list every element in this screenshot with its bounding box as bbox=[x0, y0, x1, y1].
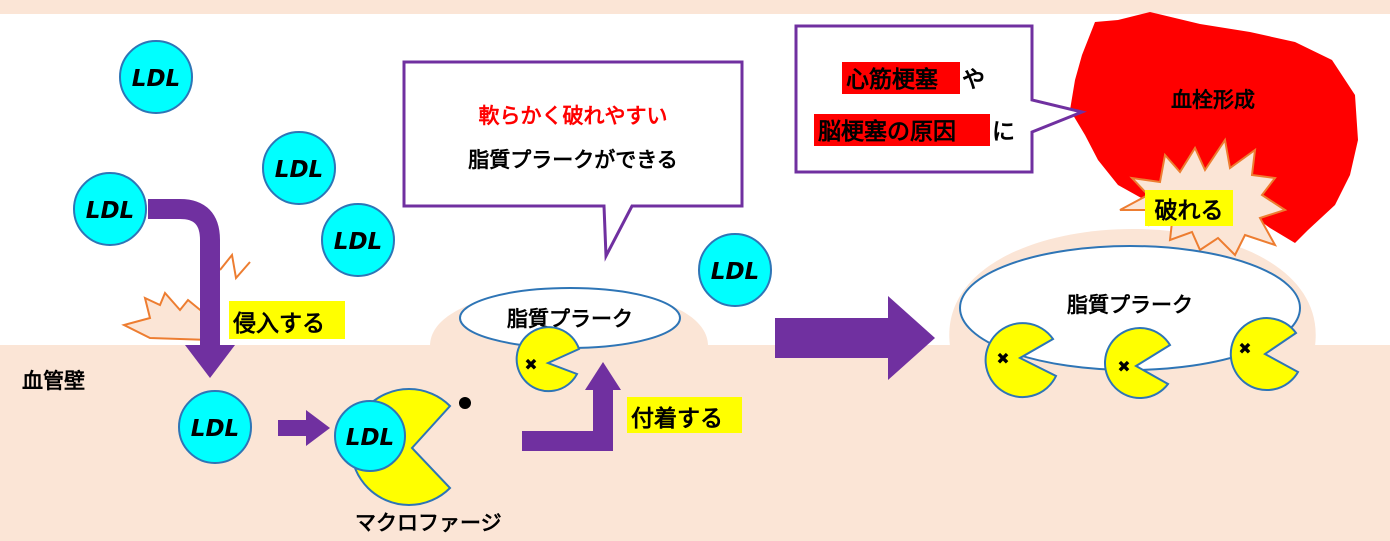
bubble-infarction-line1-highlight: 心筋梗塞 bbox=[846, 66, 938, 93]
svg-text:LDL: LDL bbox=[275, 157, 323, 183]
bubble-infarction-line1-rest: や bbox=[962, 67, 985, 93]
rupture-label: 破れる bbox=[1155, 197, 1224, 224]
svg-text:LDL: LDL bbox=[334, 229, 382, 255]
attach-arrow-shaft bbox=[522, 390, 613, 451]
invasion-burst bbox=[121, 291, 211, 342]
top-strip bbox=[0, 0, 1390, 14]
svg-text:✖: ✖ bbox=[1117, 357, 1130, 376]
bubble-infarction-line2-rest: に bbox=[992, 119, 1015, 145]
foam-cell: ✖ bbox=[515, 326, 581, 393]
infarction-highlight-2 bbox=[814, 114, 990, 146]
ldl-being-engulfed: LDL bbox=[334, 400, 406, 472]
svg-text:LDL: LDL bbox=[711, 259, 759, 285]
burst-accent bbox=[219, 252, 251, 281]
bubble-soft-plaque-line2: 脂質プラークができる bbox=[468, 148, 678, 172]
speech-bubble-soft-plaque bbox=[402, 60, 744, 262]
foam-cell: ✖ bbox=[984, 322, 1058, 399]
lipid-plaque-label: 脂質プラーク bbox=[507, 307, 633, 331]
small-arrow-shaft bbox=[278, 420, 308, 436]
foam-cell: ✖ bbox=[1229, 317, 1300, 391]
svg-text:✖: ✖ bbox=[1238, 339, 1251, 358]
attach-arrow-head bbox=[585, 362, 621, 390]
ldl-particle-in-wall: LDL bbox=[178, 390, 252, 464]
svg-text:LDL: LDL bbox=[86, 198, 134, 224]
big-arrow-shaft bbox=[775, 318, 890, 358]
ldl-particle: LDL bbox=[321, 203, 395, 277]
svg-text:✖: ✖ bbox=[524, 355, 537, 374]
svg-text:LDL: LDL bbox=[191, 416, 239, 442]
thrombus-label: 血栓形成 bbox=[1171, 88, 1255, 112]
ldl-particle: LDL bbox=[73, 172, 147, 246]
vessel-wall-label: 血管壁 bbox=[22, 369, 85, 393]
bubble-soft-plaque-line1: 軟らかく破れやすい bbox=[479, 104, 668, 128]
ldl-particle: LDL bbox=[119, 40, 193, 114]
ldl-particle: LDL bbox=[698, 233, 772, 307]
macrophage-eye bbox=[459, 397, 471, 409]
invasion-arrow-head bbox=[185, 345, 235, 378]
invade-highlight bbox=[229, 301, 345, 339]
attach-highlight bbox=[627, 397, 742, 433]
svg-text:LDL: LDL bbox=[346, 425, 394, 451]
foam-cell: ✖ bbox=[1103, 327, 1172, 399]
big-arrow-head bbox=[888, 296, 935, 380]
ldl-particle: LDL bbox=[262, 131, 336, 205]
invasion-arrow-shaft bbox=[148, 199, 220, 345]
bubble-infarction-line2-highlight: 脳梗塞の原因 bbox=[818, 118, 956, 145]
lipid-plaque-large-label: 脂質プラーク bbox=[1067, 293, 1193, 317]
rupture-highlight bbox=[1145, 190, 1233, 226]
svg-text:✖: ✖ bbox=[996, 349, 1009, 368]
invade-label: 侵入する bbox=[232, 311, 325, 337]
attach-label: 付着する bbox=[631, 405, 723, 432]
svg-text:LDL: LDL bbox=[132, 66, 180, 92]
infarction-highlight-1 bbox=[842, 62, 960, 94]
small-arrow-head bbox=[306, 410, 330, 446]
speech-bubble-infarction bbox=[794, 24, 1087, 174]
macrophage-label: マクロファージ bbox=[355, 511, 502, 535]
